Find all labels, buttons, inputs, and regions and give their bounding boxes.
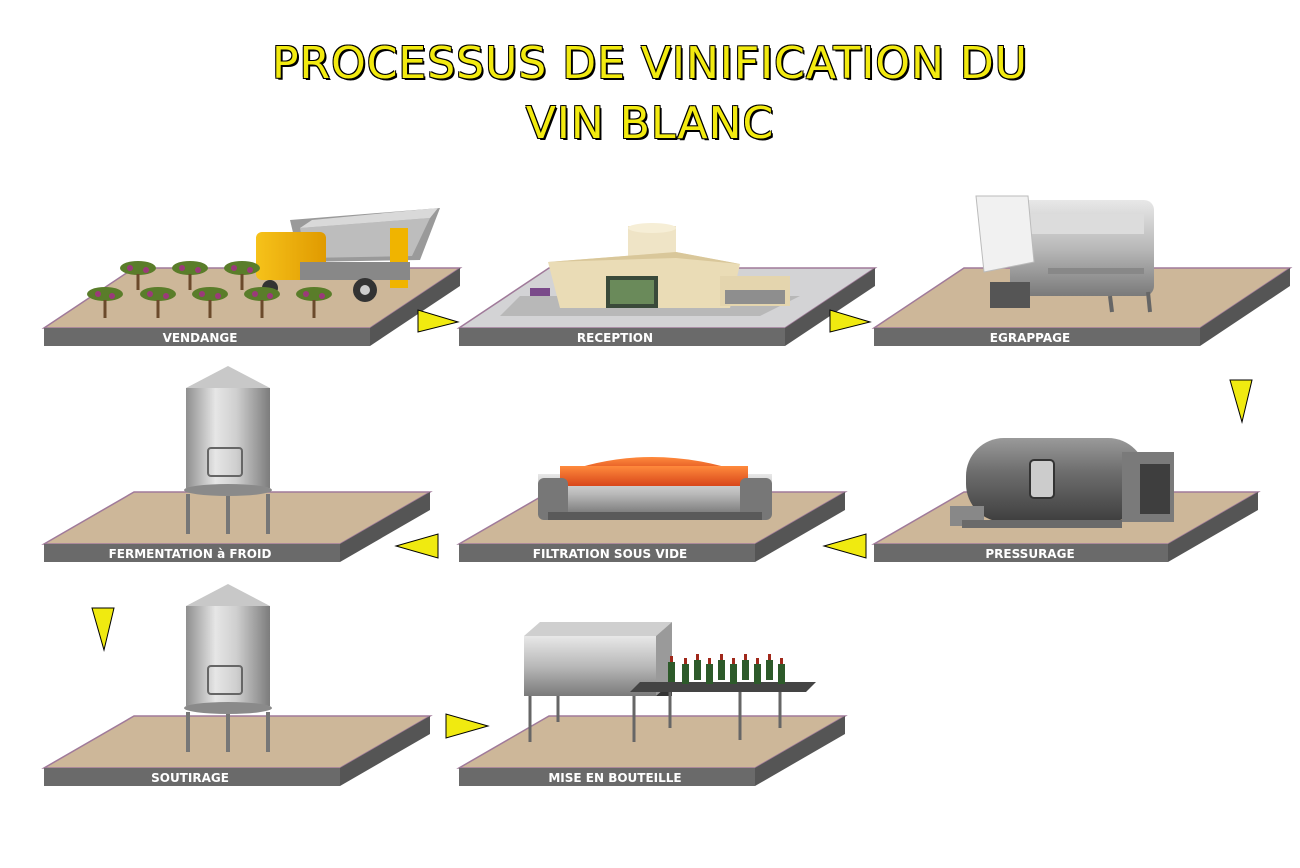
platform-front — [874, 544, 1168, 562]
racking-tank-icon — [184, 584, 272, 752]
step-reception: RECEPTION — [456, 223, 878, 346]
platform-side — [1168, 492, 1258, 562]
arrow-right-icon — [417, 309, 460, 333]
platform-front — [459, 328, 785, 346]
arrow-left-icon — [394, 533, 439, 559]
platform-front — [874, 328, 1200, 346]
platform-side — [755, 716, 845, 786]
wine-press-icon — [950, 438, 1174, 528]
arrow-left-icon — [822, 533, 867, 559]
step-pressurage: PRESSURAGE — [871, 438, 1261, 562]
step-vendange: VENDANGE — [41, 208, 463, 346]
arrow-right-icon — [445, 713, 490, 739]
platform-front — [44, 544, 340, 562]
step-filtration: FILTRATION SOUS VIDE — [456, 457, 848, 562]
platform-front — [459, 544, 755, 562]
platform-side — [370, 268, 460, 346]
arrow-down-icon — [1229, 379, 1253, 424]
grape-harvester-icon — [87, 208, 440, 318]
platform-side — [1200, 268, 1290, 346]
platform-side — [785, 268, 875, 346]
arrow-right-icon — [829, 309, 872, 333]
step-label: MISE EN BOUTEILLE — [548, 771, 681, 785]
title-line-1: PROCESSUS DE VINIFICATION DU — [271, 38, 1029, 89]
step-label: PRESSURAGE — [985, 547, 1074, 561]
step-fermentation: FERMENTATION à FROID — [41, 366, 433, 562]
step-label: SOUTIRAGE — [151, 771, 229, 785]
arrow-down-icon — [91, 607, 115, 652]
step-label: FILTRATION SOUS VIDE — [533, 547, 688, 561]
step-egrappage: EGRAPPAGE — [871, 195, 1293, 346]
platform-front — [44, 768, 340, 786]
bottling-line-icon — [524, 622, 816, 742]
step-label: EGRAPPAGE — [990, 331, 1070, 345]
step-soutirage: SOUTIRAGE — [41, 584, 433, 786]
step-label: VENDANGE — [163, 331, 238, 345]
destemmer-machine-icon — [975, 195, 1154, 313]
platform-side — [340, 492, 430, 562]
title-line-2: VIN BLANC — [525, 98, 775, 149]
flow-arrows — [91, 309, 1253, 739]
platform-front — [459, 768, 755, 786]
vacuum-filter-icon — [538, 457, 772, 520]
reception-building-icon — [500, 223, 800, 316]
step-mise-en-bouteille: MISE EN BOUTEILLE — [456, 622, 848, 786]
step-label: FERMENTATION à FROID — [109, 547, 272, 561]
fermentation-tank-icon — [184, 366, 272, 534]
platform-side — [755, 492, 845, 562]
platform-front — [44, 328, 370, 346]
step-label: RECEPTION — [577, 331, 653, 345]
platform-side — [340, 716, 430, 786]
